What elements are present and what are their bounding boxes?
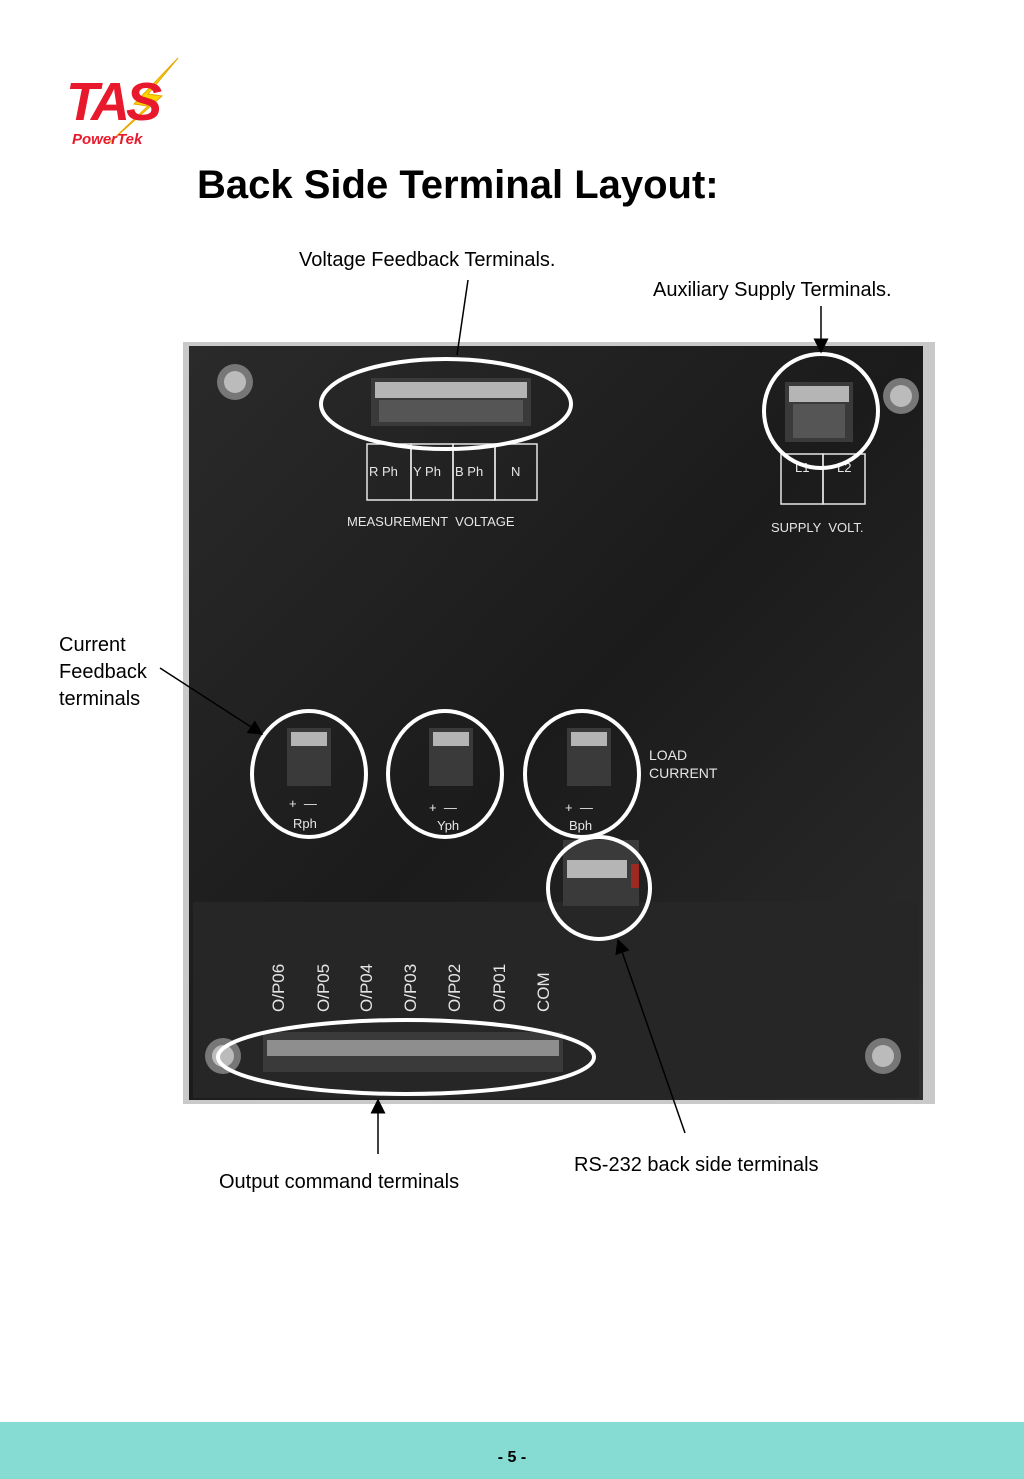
voltage-connector: [371, 378, 531, 426]
logo-sub-text: PowerTek: [72, 131, 143, 148]
l1-label: L1: [795, 460, 809, 475]
current-connector-rph: [287, 728, 331, 786]
output-label-op04: O/P04: [357, 964, 376, 1012]
output-label-op01: O/P01: [490, 964, 509, 1012]
output-label-com: COM: [534, 972, 553, 1012]
bph-current-label: Bph: [569, 818, 592, 833]
auxiliary-supply-label: Auxiliary Supply Terminals.: [653, 279, 892, 301]
yph-voltage-label: Y Ph: [413, 464, 441, 479]
output-label-op02: O/P02: [445, 964, 464, 1012]
screw-icon: [865, 1038, 901, 1074]
current-feedback-line: terminals: [59, 688, 141, 710]
neutral-voltage-label: N: [511, 464, 520, 479]
current-connector-yph: [429, 728, 473, 786]
polarity-label: + —: [429, 800, 457, 815]
meter-back-panel: R Ph Y Ph B Ph N MEASUREMENT VOLTAGE L1 …: [183, 342, 935, 1104]
page-title: Back Side Terminal Layout:: [197, 163, 719, 207]
polarity-label: + —: [565, 800, 593, 815]
l2-label: L2: [837, 460, 851, 475]
bph-voltage-label: B Ph: [455, 464, 483, 479]
current-feedback-line: Current: [59, 634, 126, 656]
current-feedback-label: Current Feedback terminals: [59, 632, 147, 713]
tas-powertek-logo: TAS PowerTek: [66, 57, 179, 148]
output-terminal-strip: [263, 1032, 563, 1072]
rs232-label: RS-232 back side terminals: [574, 1154, 819, 1176]
current-feedback-line: Feedback: [59, 661, 147, 683]
logo-main-text: TAS: [66, 72, 162, 132]
screw-icon: [205, 1038, 241, 1074]
supply-volt-caption: SUPPLY VOLT.: [771, 520, 864, 535]
output-command-label: Output command terminals: [219, 1171, 460, 1193]
output-label-op03: O/P03: [401, 964, 420, 1012]
page-number: - 5 -: [497, 1449, 527, 1466]
output-label-op05: O/P05: [314, 964, 333, 1012]
measurement-voltage-caption: MEASUREMENT VOLTAGE: [347, 514, 515, 529]
yph-current-label: Yph: [437, 818, 459, 833]
load-current-caption-1: LOAD: [649, 747, 687, 763]
page-footer: - 5 -: [0, 1422, 1024, 1479]
screw-icon: [217, 364, 253, 400]
rs232-connector: [563, 840, 639, 906]
screw-icon: [883, 378, 919, 414]
current-connector-bph: [567, 728, 611, 786]
output-label-op06: O/P06: [269, 964, 288, 1012]
voltage-feedback-label: Voltage Feedback Terminals.: [299, 249, 556, 271]
polarity-label: + —: [289, 796, 317, 811]
lightning-bolt-icon: [107, 57, 179, 145]
rph-current-label: Rph: [293, 816, 317, 831]
load-current-caption-2: CURRENT: [649, 765, 718, 781]
supply-connector: [785, 382, 853, 442]
rph-voltage-label: R Ph: [369, 464, 398, 479]
